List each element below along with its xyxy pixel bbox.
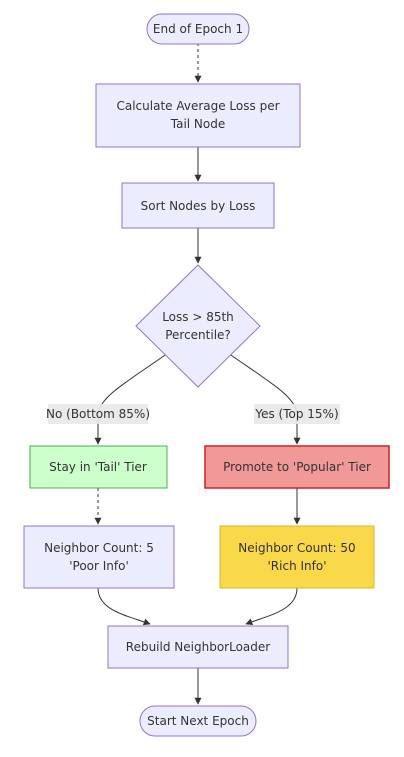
- node-sort-nodes-label: Sort Nodes by Loss: [141, 199, 256, 213]
- node-promote-popular-label: Promote to 'Popular' Tier: [223, 460, 371, 474]
- node-neighbor-count-5-label-line2: 'Poor Info': [69, 559, 129, 573]
- node-sort-nodes-shape: [121, 182, 275, 229]
- node-decision[interactable]: Loss > 85th Percentile?: [135, 264, 261, 388]
- node-decision-shape: [135, 264, 261, 388]
- node-neighbor-count-5-shape: [23, 525, 175, 589]
- node-rebuild-label: Rebuild NeighborLoader: [126, 640, 270, 654]
- node-promote-popular[interactable]: Promote to 'Popular' Tier: [204, 445, 390, 489]
- node-neighbor-count-50-label-line1: Neighbor Count: 50: [238, 541, 355, 555]
- node-stay-tail-label: Stay in 'Tail' Tier: [49, 460, 147, 474]
- edge-decision-to-tail: [94, 352, 169, 445]
- node-start-next-shape: [139, 705, 257, 737]
- node-calc-loss-shape: [95, 83, 301, 148]
- edge-label-yes-bg: [254, 404, 340, 424]
- node-calc-loss-label-line1: Calculate Average Loss per: [116, 99, 279, 113]
- node-sort-nodes[interactable]: Sort Nodes by Loss: [121, 182, 275, 229]
- node-end-of-epoch-label: End of Epoch 1: [153, 22, 243, 36]
- node-end-of-epoch[interactable]: End of Epoch 1: [146, 13, 250, 45]
- node-stay-tail-shape: [29, 445, 168, 489]
- node-promote-popular-shape: [204, 445, 390, 489]
- node-start-next[interactable]: Start Next Epoch: [139, 705, 257, 737]
- node-start-next-label: Start Next Epoch: [147, 714, 249, 728]
- node-rebuild[interactable]: Rebuild NeighborLoader: [107, 625, 289, 669]
- node-calc-loss[interactable]: Calculate Average Loss per Tail Node: [95, 83, 301, 148]
- edge-label-yes-text: Yes (Top 15%): [254, 407, 338, 421]
- edge-label-no-text: No (Bottom 85%): [46, 407, 150, 421]
- node-neighbor-count-50[interactable]: Neighbor Count: 50 'Rich Info': [219, 525, 375, 589]
- node-end-of-epoch-shape: [146, 13, 250, 45]
- edge-label-yes: Yes (Top 15%): [254, 404, 340, 424]
- node-rebuild-shape: [107, 625, 289, 669]
- edge-decision-to-popular: [227, 352, 301, 445]
- edge-label-no-bg: [48, 404, 148, 424]
- node-calc-loss-label-line2: Tail Node: [170, 117, 226, 131]
- edge-neighbor50-to-rebuild: [245, 587, 298, 626]
- edge-label-no: No (Bottom 85%): [46, 404, 150, 424]
- node-decision-label-line1: Loss > 85th: [162, 310, 234, 324]
- node-stay-tail[interactable]: Stay in 'Tail' Tier: [29, 445, 168, 489]
- node-neighbor-count-5[interactable]: Neighbor Count: 5 'Poor Info': [23, 525, 175, 589]
- node-neighbor-count-50-shape: [219, 525, 375, 589]
- node-neighbor-count-5-label-line1: Neighbor Count: 5: [44, 541, 154, 555]
- node-decision-label-line2: Percentile?: [165, 328, 231, 342]
- edge-neighbor5-to-rebuild: [97, 587, 151, 626]
- node-neighbor-count-50-label-line2: 'Rich Info': [268, 559, 327, 573]
